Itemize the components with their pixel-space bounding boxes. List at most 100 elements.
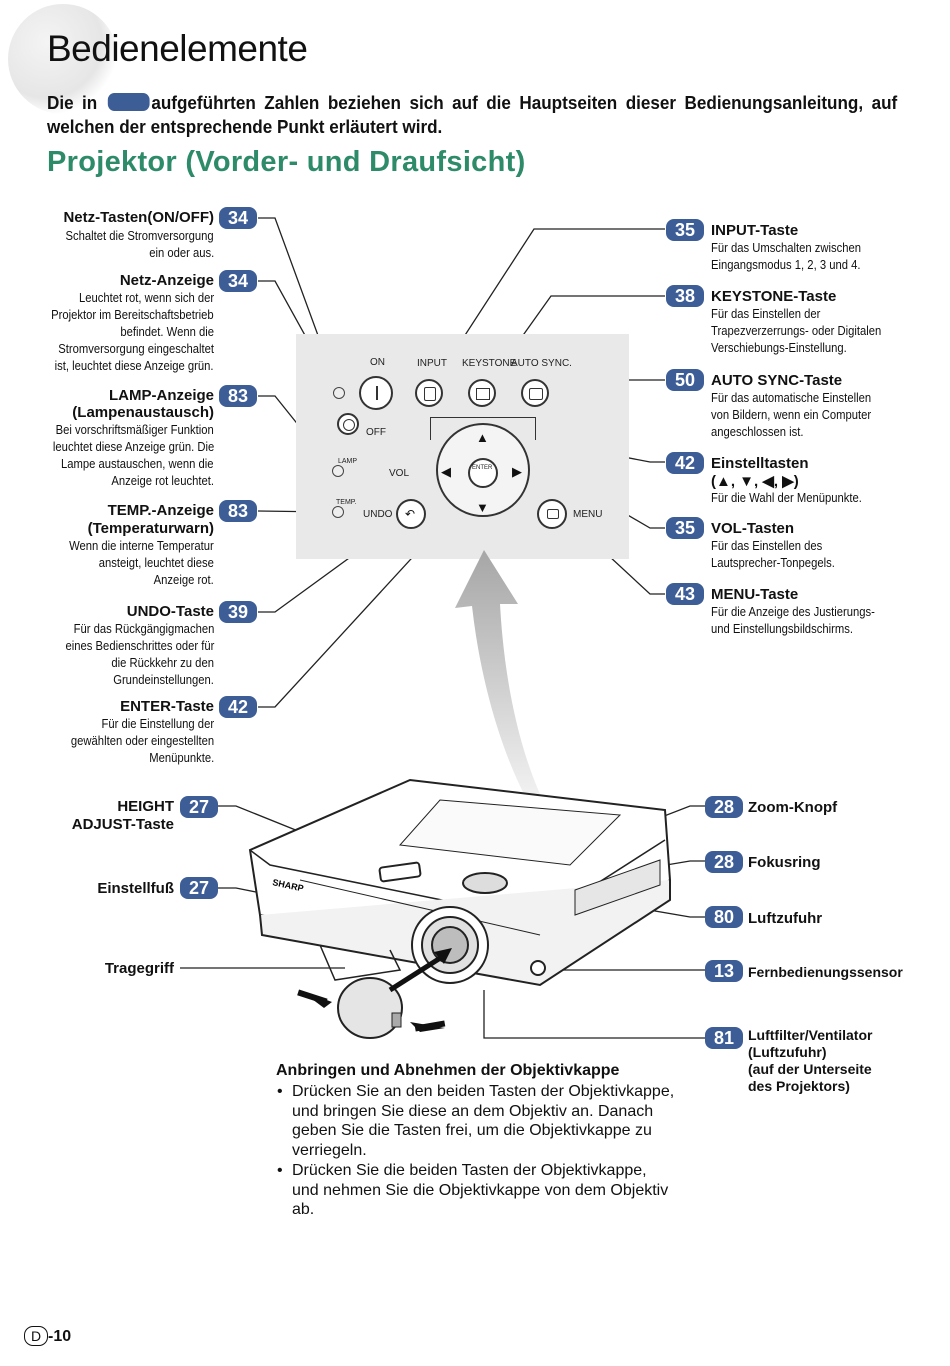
callout-temp-desc-1: Wenn die interne Temperatur: [69, 539, 214, 553]
callout-undo-desc-3: die Rückkehr zu den: [111, 656, 214, 670]
badge-input: 35: [666, 219, 704, 241]
right-arrow-button[interactable]: ▶: [512, 464, 522, 479]
callout-focus-title: Fokusring: [748, 854, 821, 871]
callout-handle-title: Tragegriff: [104, 960, 174, 977]
undo-button[interactable]: ↶: [396, 499, 426, 529]
leader-line-enter: [258, 485, 479, 708]
callout-lamp-desc-1: Bei vorschriftsmäßiger Funktion: [55, 423, 214, 437]
callout-power-indicator-desc-1: Leuchtet rot, wenn sich der: [78, 291, 214, 305]
badge-power-indicator: 34: [219, 270, 257, 292]
callout-power-indicator-desc-5: ist, leuchtet diese Anzeige grün.: [55, 359, 214, 373]
callout-enter-desc-3: Menüpunkte.: [148, 751, 214, 765]
panel-label-lamp: LAMP: [338, 458, 358, 465]
down-arrow-button[interactable]: ▼: [476, 500, 489, 515]
callout-input-desc-1: Für das Umschalten zwischen: [711, 241, 862, 255]
callout-enter-desc-1: Für die Einstellung der: [101, 717, 214, 731]
callout-keystone-desc-1: Für das Einstellen der: [711, 307, 821, 321]
badge-sensor: 13: [705, 960, 743, 982]
badge-temp: 83: [219, 500, 257, 522]
badge-adjust: 42: [666, 452, 704, 474]
attach-arrowhead-icon: [434, 948, 452, 964]
keystone-button[interactable]: [468, 379, 496, 407]
badge-lamp: 83: [219, 385, 257, 407]
menu-button[interactable]: [537, 499, 567, 529]
callout-power-indicator-desc-2: Projektor im Bereitschaftsbetrieb: [51, 308, 214, 322]
panel-label-vol: VOL: [389, 468, 410, 479]
panel-label-off: OFF: [366, 427, 386, 438]
callout-power-buttons-desc-2: ein oder aus.: [148, 246, 214, 260]
callout-enter-desc-2: gewählten oder eingestellten: [70, 734, 214, 748]
badge-enter: 42: [219, 696, 257, 718]
callout-power-indicator-desc-4: Stromversorgung eingeschaltet: [58, 342, 214, 356]
badge-zoom: 28: [705, 796, 743, 818]
callout-sensor-title: Fernbedienungssensor: [748, 964, 903, 980]
callout-filter-line-1: (Luftzufuhr): [748, 1044, 827, 1060]
badge-foot: 27: [180, 877, 218, 899]
callout-lamp-desc-2: leuchtet diese Anzeige grün. Die: [52, 440, 214, 454]
on-button[interactable]: [359, 376, 393, 410]
lens-cap-list: Drücken Sie an den beiden Tasten der Obj…: [276, 1082, 676, 1220]
callout-temp-title: TEMP.-Anzeige: [107, 502, 214, 519]
badge-focus: 28: [705, 851, 743, 873]
section-title: Projektor (Vorder- und Draufsicht): [47, 146, 526, 178]
temp-indicator-icon: [332, 506, 344, 518]
callout-autosync-title: AUTO SYNC-Taste: [711, 372, 843, 389]
corner-decoration: [8, 4, 118, 114]
badge-height-adjust: 27: [180, 796, 218, 818]
input-button[interactable]: [415, 379, 443, 407]
badge-undo: 39: [219, 601, 257, 623]
panel-label-enter: ENTER: [472, 465, 493, 471]
callout-menu-title: MENU-Taste: [711, 586, 799, 603]
panel-label-undo: UNDO: [363, 509, 393, 520]
left-arrow-button[interactable]: ◀: [441, 464, 451, 479]
callout-intake-title: Luftzufuhr: [748, 910, 823, 927]
adjust-pad-frame: [430, 417, 536, 440]
callout-adjust-title2: (▲, ▼, ◀, ▶): [711, 473, 799, 490]
attach-arrow-icon: [388, 952, 447, 993]
leader-line-power-buttons: [258, 217, 339, 391]
zoom-arrow-icon: [455, 550, 540, 798]
callout-foot-title: Einstellfuß: [97, 880, 174, 897]
page-prefix: D: [24, 1326, 48, 1346]
callout-autosync-desc-3: angeschlossen ist.: [711, 425, 804, 439]
callout-power-buttons-desc-1: Schaltet die Stromversorgung: [65, 229, 214, 243]
callout-input-desc-2: Eingangsmodus 1, 2, 3 und 4.: [711, 258, 861, 272]
callout-height-adjust-title: HEIGHT: [117, 798, 174, 815]
callout-temp-title2: (Temperaturwarn): [87, 520, 214, 537]
callout-undo-desc-2: eines Bedienschrittes oder für: [65, 639, 214, 653]
callout-temp-desc-2: ansteigt, leuchtet diese: [98, 556, 214, 570]
panel-label-on: ON: [370, 357, 385, 368]
control-panel-closeup: ON OFF INPUT KEYSTONE AUTO SYNC. LAMP TE…: [296, 334, 629, 559]
callout-adjust-desc-1: Für die Wahl der Menüpunkte.: [711, 491, 862, 505]
page-number: D-10: [24, 1326, 71, 1346]
intro-before: Die in: [47, 93, 98, 113]
off-button[interactable]: [337, 413, 359, 435]
callout-undo-desc-4: Grundeinstellungen.: [113, 673, 214, 687]
up-arrow-button[interactable]: ▲: [476, 430, 489, 445]
callout-lamp-title2: (Lampenaustausch): [72, 404, 214, 421]
panel-label-temp: TEMP.: [336, 499, 357, 506]
enter-button[interactable]: ENTER: [468, 458, 498, 488]
callout-filter-title: Luftfilter/Ventilator: [748, 1027, 873, 1043]
callout-vol-desc-2: Lautsprecher-Tonpegels.: [711, 556, 835, 570]
callout-power-indicator-title: Netz-Anzeige: [119, 272, 214, 289]
lens-cap-title: Anbringen und Abnehmen der Objektivkappe: [276, 1062, 620, 1079]
intro-text: Die in aufgeführten Zahlen beziehen sich…: [47, 91, 897, 139]
callout-enter-title: ENTER-Taste: [120, 698, 214, 715]
lamp-indicator-icon: [332, 465, 344, 477]
page-reference-pill-icon: [107, 93, 150, 111]
callout-filter-line-2: (auf der Unterseite: [748, 1061, 872, 1077]
badge-vol: 35: [666, 517, 704, 539]
panel-label-menu: MENU: [573, 509, 603, 520]
lens-cap-item: Drücken Sie die beiden Tasten der Objekt…: [276, 1161, 676, 1220]
callout-lamp-desc-4: Anzeige rot leuchtet.: [111, 474, 214, 488]
badge-autosync: 50: [666, 369, 704, 391]
callout-undo-desc-1: Für das Rückgängigmachen: [73, 622, 214, 636]
panel-label-keystone: KEYSTONE: [462, 358, 517, 369]
callout-power-buttons-title: Netz-Tasten(ON/OFF): [63, 209, 214, 226]
autosync-button[interactable]: [521, 379, 549, 407]
callout-filter-line-3: des Projektors): [748, 1078, 850, 1094]
badge-menu: 43: [666, 583, 704, 605]
callout-keystone-desc-2: Trapezverzerrungs- oder Digitalen: [711, 324, 882, 338]
callout-zoom-title: Zoom-Knopf: [748, 799, 838, 816]
